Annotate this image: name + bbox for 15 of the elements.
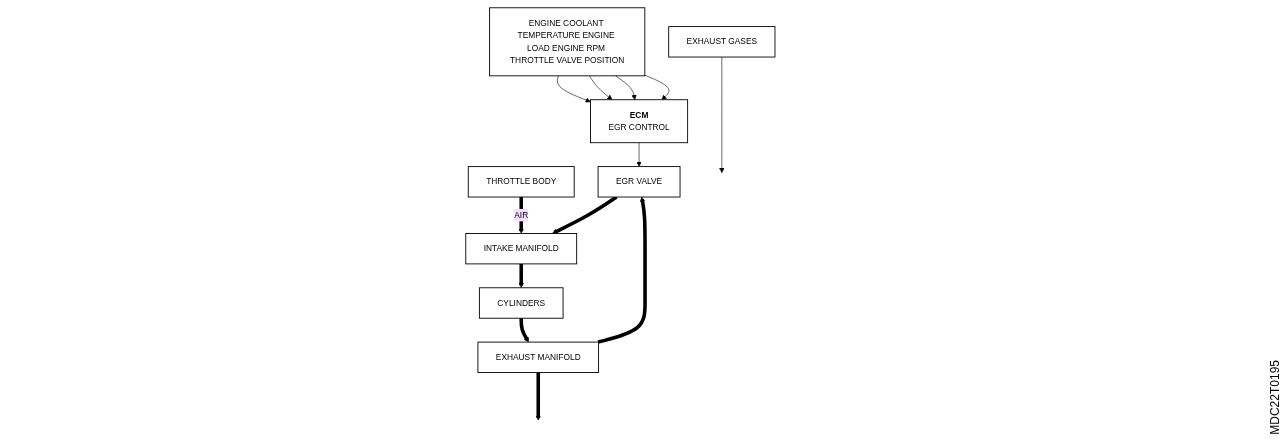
- arrow: [551, 195, 618, 234]
- node-box: ECM EGR CONTROL: [589, 98, 688, 143]
- node-box: CYLINDERS: [478, 286, 564, 319]
- figure-code: MDC22T0195: [1268, 360, 1282, 435]
- node-box: INTAKE MANIFOLD: [464, 232, 577, 264]
- node-box: ENGINE COOLANT TEMPERATURE ENGINE LOAD ENGINE RPM THROTTLE VALVE POSITION: [488, 6, 645, 76]
- arrow: [519, 317, 529, 342]
- edge-label: AIR: [513, 209, 528, 220]
- node-box: THROTTLE BODY: [467, 165, 575, 197]
- node-box: EXHAUST GASES: [667, 25, 776, 57]
- node-box: EGR VALVE: [597, 165, 681, 197]
- node-box: EXHAUST MANIFOLD: [477, 341, 599, 373]
- arrow: [597, 196, 647, 344]
- arrow: [518, 263, 524, 288]
- arrow: [535, 372, 541, 421]
